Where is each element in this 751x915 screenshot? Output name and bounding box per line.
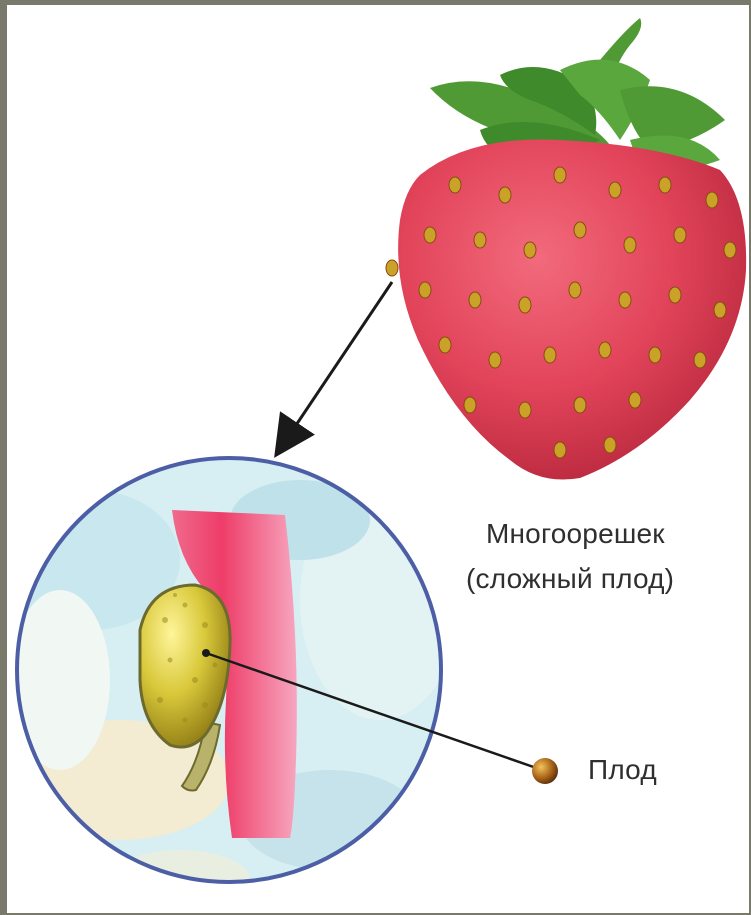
compound-fruit-label-line1: Многоорешек [486, 516, 665, 552]
fruit-marker-icon [532, 758, 558, 784]
fruit-label: Плод [588, 752, 657, 788]
pointer-start-dot [202, 649, 210, 657]
compound-fruit-label-line2: (сложный плод) [466, 561, 674, 597]
